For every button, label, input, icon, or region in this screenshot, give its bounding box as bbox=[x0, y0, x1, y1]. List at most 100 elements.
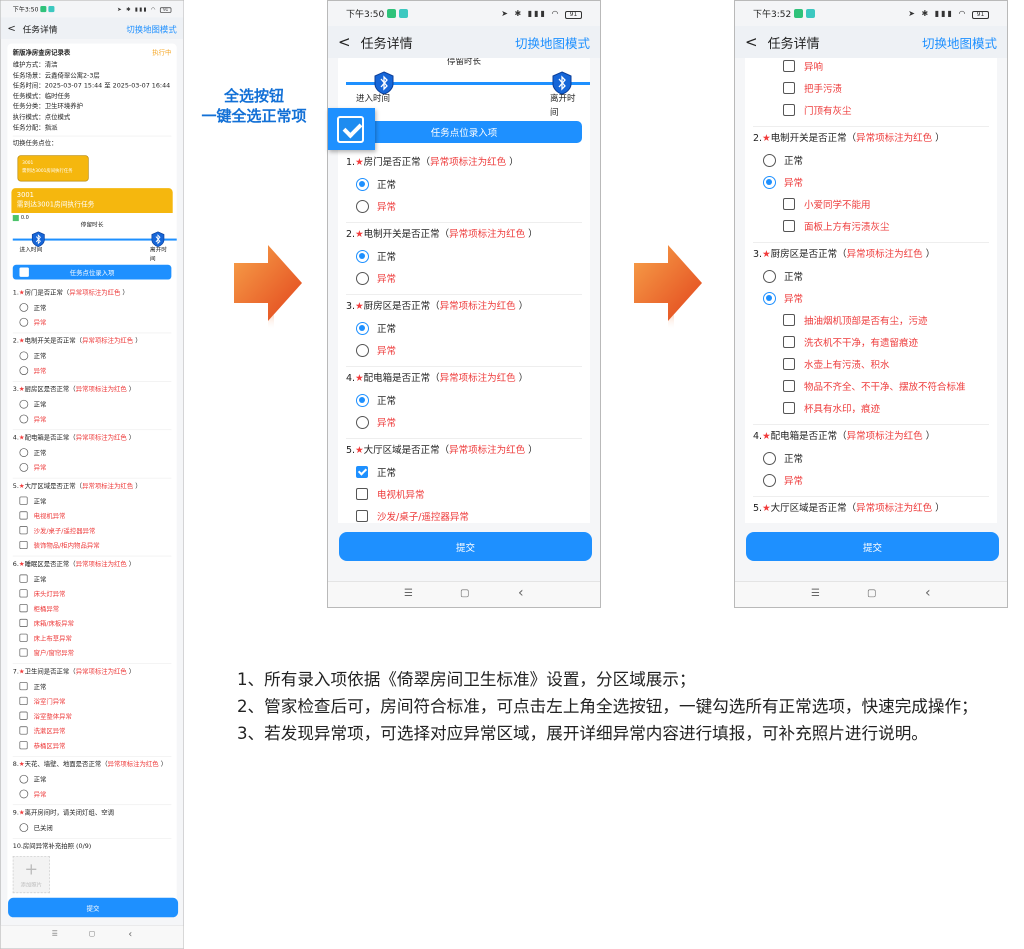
checkbox-icon[interactable] bbox=[783, 336, 795, 348]
sub-option[interactable]: 门顶有灰尘 bbox=[753, 99, 989, 121]
option[interactable]: 异常 bbox=[753, 171, 989, 193]
option[interactable]: 电视机异常 bbox=[346, 483, 582, 505]
sub-option[interactable]: 异响 bbox=[753, 58, 989, 77]
option[interactable]: 电视机异常 bbox=[13, 508, 172, 523]
checkbox-icon[interactable] bbox=[783, 314, 795, 326]
back-nav-icon[interactable]: ‹ bbox=[128, 928, 133, 940]
radio-icon[interactable] bbox=[356, 249, 369, 263]
option[interactable]: 正常 bbox=[753, 265, 989, 287]
checkbox-icon[interactable] bbox=[19, 619, 28, 628]
submit-button[interactable]: 提交 bbox=[8, 897, 179, 918]
sub-option[interactable]: 洗衣机不干净，有遗留痕迹 bbox=[753, 331, 989, 353]
option[interactable]: 柜桶异常 bbox=[13, 601, 172, 616]
checkbox-icon[interactable] bbox=[19, 648, 28, 657]
checkbox-icon[interactable] bbox=[19, 541, 28, 550]
back-icon[interactable]: < bbox=[7, 22, 16, 35]
checkbox-icon[interactable] bbox=[19, 604, 28, 613]
radio-icon[interactable] bbox=[19, 789, 29, 799]
option[interactable]: 床头灯异常 bbox=[13, 586, 172, 601]
sub-option[interactable]: 小爱同学不能用 bbox=[753, 193, 989, 215]
option[interactable]: 异常 bbox=[13, 460, 172, 475]
option[interactable]: 异常 bbox=[13, 315, 172, 330]
option[interactable]: 正常 bbox=[13, 348, 172, 363]
radio-icon[interactable] bbox=[19, 774, 29, 784]
menu-icon[interactable]: ☰ bbox=[404, 588, 413, 599]
option[interactable]: 正常 bbox=[13, 300, 172, 315]
back-nav-icon[interactable]: ‹ bbox=[518, 585, 524, 601]
radio-icon[interactable] bbox=[763, 451, 776, 465]
map-mode-button[interactable]: 切换地图模式 bbox=[921, 35, 997, 51]
checkbox-icon[interactable] bbox=[356, 510, 368, 522]
option[interactable]: 异常 bbox=[13, 363, 172, 378]
map-mode-button[interactable]: 切换地图模式 bbox=[126, 23, 177, 34]
option[interactable]: 异常 bbox=[13, 786, 172, 801]
option[interactable]: 异常 bbox=[346, 195, 582, 217]
radio-icon[interactable] bbox=[356, 271, 369, 285]
submit-button[interactable]: 提交 bbox=[746, 532, 999, 561]
option[interactable]: 正常 bbox=[346, 245, 582, 267]
back-icon[interactable]: < bbox=[745, 33, 758, 51]
checkbox-icon[interactable] bbox=[356, 488, 368, 500]
checkbox-icon[interactable] bbox=[783, 104, 795, 116]
checkbox-icon[interactable] bbox=[783, 358, 795, 370]
menu-icon[interactable]: ☰ bbox=[811, 588, 820, 599]
checkbox-icon[interactable] bbox=[783, 60, 795, 72]
checkbox-icon[interactable] bbox=[19, 711, 28, 720]
radio-icon[interactable] bbox=[763, 473, 776, 487]
checkbox-icon[interactable] bbox=[783, 82, 795, 94]
radio-icon[interactable] bbox=[356, 177, 369, 191]
option[interactable]: 浴室门异常 bbox=[13, 694, 172, 709]
option[interactable]: 浴室整体异常 bbox=[13, 708, 172, 723]
option[interactable]: 正常 bbox=[346, 173, 582, 195]
option[interactable]: 异常 bbox=[753, 469, 989, 491]
home-icon[interactable]: ▢ bbox=[88, 930, 96, 938]
sub-option[interactable]: 抽油烟机顶部是否有尘，污迹 bbox=[753, 309, 989, 331]
option[interactable]: 恭桶区异常 bbox=[13, 738, 172, 753]
option[interactable]: 正常 bbox=[13, 445, 172, 460]
option[interactable]: 窗户/窗帘异常 bbox=[13, 645, 172, 660]
map-mode-button[interactable]: 切换地图模式 bbox=[514, 35, 590, 51]
option[interactable]: 正常 bbox=[753, 447, 989, 469]
radio-icon[interactable] bbox=[763, 291, 776, 305]
option[interactable]: 正常 bbox=[346, 389, 582, 411]
option[interactable]: 正常 bbox=[753, 149, 989, 171]
option[interactable]: 正常 bbox=[346, 461, 582, 483]
checkbox-icon[interactable] bbox=[19, 589, 28, 598]
back-icon[interactable]: < bbox=[338, 33, 351, 51]
checkbox-icon[interactable] bbox=[783, 220, 795, 232]
option[interactable]: 沙发/桌子/遥控器异常 bbox=[346, 505, 582, 523]
scroll-content[interactable]: 新版净房查房记录表 执行中 维护方式：清洁任务场景：云鑫倚翠公寓2-3层任务时间… bbox=[1, 43, 184, 908]
sub-option[interactable]: 水壶上有污渍、积水 bbox=[753, 353, 989, 375]
radio-icon[interactable] bbox=[19, 399, 29, 409]
option[interactable]: 正常 bbox=[346, 317, 582, 339]
option[interactable]: 异常 bbox=[13, 411, 172, 426]
option[interactable]: 异常 bbox=[346, 339, 582, 361]
radio-icon[interactable] bbox=[19, 822, 29, 832]
radio-icon[interactable] bbox=[19, 317, 29, 327]
home-icon[interactable]: ▢ bbox=[867, 588, 877, 599]
checkbox-icon[interactable] bbox=[19, 526, 28, 535]
radio-icon[interactable] bbox=[19, 302, 29, 312]
radio-icon[interactable] bbox=[763, 175, 776, 189]
sub-option[interactable]: 面板上方有污渍灰尘 bbox=[753, 215, 989, 237]
sub-option[interactable]: 把手污渍 bbox=[753, 77, 989, 99]
select-all-checkbox[interactable] bbox=[19, 267, 29, 277]
radio-icon[interactable] bbox=[356, 415, 369, 429]
radio-icon[interactable] bbox=[763, 153, 776, 167]
option[interactable]: 正常 bbox=[13, 772, 172, 787]
checkbox-icon[interactable] bbox=[356, 466, 368, 478]
radio-icon[interactable] bbox=[356, 343, 369, 357]
back-nav-icon[interactable]: ‹ bbox=[925, 585, 931, 601]
radio-icon[interactable] bbox=[19, 462, 29, 472]
menu-icon[interactable]: ☰ bbox=[51, 930, 58, 938]
sub-option[interactable]: 物品不齐全、不干净、摆放不符合标准 bbox=[753, 375, 989, 397]
radio-icon[interactable] bbox=[19, 351, 29, 360]
option[interactable]: 异常 bbox=[753, 287, 989, 309]
option[interactable]: 洗漱区异常 bbox=[13, 723, 172, 738]
checkbox-icon[interactable] bbox=[19, 726, 28, 735]
scroll-content[interactable]: 停留时长 进入时间 离开时间 任务点位录入项 1.★房门是否正常（异常项标注为红… bbox=[328, 58, 600, 523]
option[interactable]: 正常 bbox=[13, 571, 172, 586]
option[interactable]: 床箱/床板异常 bbox=[13, 616, 172, 631]
radio-icon[interactable] bbox=[356, 393, 369, 407]
radio-icon[interactable] bbox=[356, 199, 369, 213]
